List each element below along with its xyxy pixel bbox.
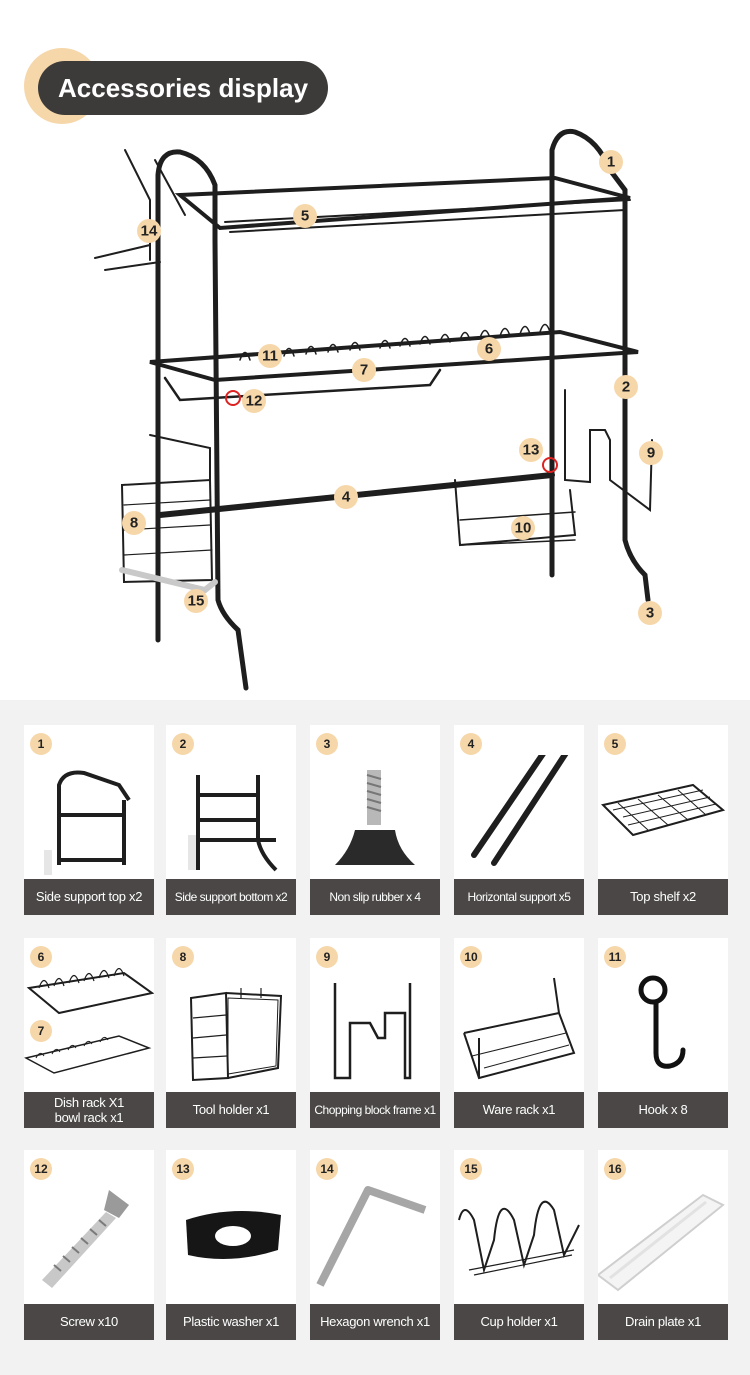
- item-label: Drain plate x1: [598, 1304, 728, 1340]
- item-label: Dish rack X1 bowl rack x1: [24, 1092, 154, 1128]
- callout-14: 14: [141, 223, 158, 240]
- page-title: Accessories display: [38, 61, 329, 115]
- item-number: 3: [316, 733, 338, 755]
- accessory-card-4: 4 Horizontal support x5: [454, 725, 584, 915]
- accessory-card-14: 14 Hexagon wrench x1: [310, 1150, 440, 1340]
- callout-7: 7: [360, 362, 368, 379]
- horizontal-support-icon: [471, 755, 569, 866]
- item-number: 15: [460, 1158, 482, 1180]
- accessory-card-5: 5 Top shelf x2: [598, 725, 728, 915]
- item-number: 8: [172, 946, 194, 968]
- callout-5: 5: [301, 208, 309, 225]
- callout-15: 15: [188, 593, 205, 610]
- item-label-line: Dish rack X1: [53, 1095, 125, 1110]
- accessory-card-1: 1 Side support top x2: [24, 725, 154, 915]
- callout-4: 4: [342, 489, 351, 506]
- accessory-card-11: 11 Hook x 8: [598, 938, 728, 1128]
- item-label: Non slip rubber x 4: [310, 879, 440, 915]
- item-number: 2: [172, 733, 194, 755]
- item-label-line: bowl rack x1: [54, 1110, 124, 1125]
- item-number: 1: [30, 733, 52, 755]
- side-support-bottom-icon: [188, 775, 278, 872]
- callout-10: 10: [515, 520, 532, 537]
- non-slip-rubber-icon: [335, 770, 415, 865]
- item-label: Horizontal support x5: [454, 879, 584, 915]
- item-label: Hexagon wrench x1: [310, 1304, 440, 1340]
- item-number: 6: [30, 946, 52, 968]
- item-label: Chopping block frame x1: [310, 1092, 440, 1128]
- callout-8: 8: [130, 515, 138, 532]
- item-label: Top shelf x2: [598, 879, 728, 915]
- item-label: Plastic washer x1: [166, 1304, 296, 1340]
- side-support-top-icon: [44, 770, 131, 875]
- callout-9: 9: [647, 445, 655, 462]
- item-number: 10: [460, 946, 482, 968]
- callout-12: 12: [246, 393, 263, 410]
- chopping-block-frame-icon: [333, 983, 412, 1080]
- accessory-card-15: 15 Cup holder x1: [454, 1150, 584, 1340]
- screw-icon: [42, 1190, 129, 1288]
- accessory-card-16: 16 Drain plate x1: [598, 1150, 728, 1340]
- item-label: Side support bottom x2: [166, 879, 296, 915]
- item-number: 11: [604, 946, 626, 968]
- item-label: Screw x10: [24, 1304, 154, 1340]
- callout-1: 1: [607, 154, 615, 171]
- section-header: Accessories display: [24, 48, 329, 124]
- item-number: 4: [460, 733, 482, 755]
- drain-plate-icon: [598, 1193, 725, 1292]
- item-number-secondary: 7: [30, 1020, 52, 1042]
- item-number: 12: [30, 1158, 52, 1180]
- accessory-card-3: 3 Non slip rubber x 4: [310, 725, 440, 915]
- callout-2: 2: [622, 379, 630, 396]
- accessory-card-2: 2 Side support bottom x2: [166, 725, 296, 915]
- hook-icon: [638, 975, 686, 1069]
- item-number: 16: [604, 1158, 626, 1180]
- item-label: Ware rack x1: [454, 1092, 584, 1128]
- item-label: Cup holder x1: [454, 1304, 584, 1340]
- rack-illustration: 1 2 3 4 5 6 7 8 9 10 11 12 13 14 15: [94, 128, 663, 691]
- dish-rack-icon: [24, 968, 154, 1074]
- top-shelf-icon: [601, 783, 726, 837]
- tool-holder-icon: [189, 988, 283, 1082]
- item-label: Hook x 8: [598, 1092, 728, 1128]
- item-number: 5: [604, 733, 626, 755]
- item-label: Tool holder x1: [166, 1092, 296, 1128]
- accessory-card-12: 12 Screw x10: [24, 1150, 154, 1340]
- item-number: 13: [172, 1158, 194, 1180]
- ware-rack-icon: [463, 977, 576, 1080]
- accessory-card-13: 13 Plastic washer x1: [166, 1150, 296, 1340]
- item-number: 14: [316, 1158, 338, 1180]
- callout-13: 13: [523, 442, 540, 459]
- plastic-washer-icon: [186, 1211, 281, 1259]
- cup-holder-icon: [458, 1200, 580, 1276]
- item-number: 9: [316, 946, 338, 968]
- hexagon-wrench-icon: [316, 1186, 427, 1287]
- accessory-card-8: 8 Tool holder x1: [166, 938, 296, 1128]
- callout-11: 11: [262, 348, 278, 365]
- callout-3: 3: [646, 605, 654, 622]
- accessory-card-9: 9 Chopping block frame x1: [310, 938, 440, 1128]
- accessory-card-6: 6 7 Dish rack X1 bowl rack x1: [24, 938, 154, 1128]
- callout-6: 6: [485, 341, 493, 358]
- accessory-card-10: 10 Ware rack x1: [454, 938, 584, 1128]
- item-label: Side support top x2: [24, 879, 154, 915]
